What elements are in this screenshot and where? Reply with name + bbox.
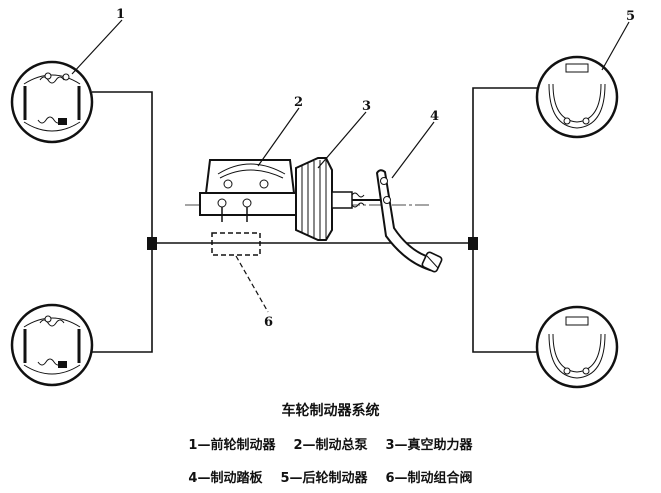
callout-6: 6	[264, 315, 273, 330]
vacuum-booster	[295, 157, 385, 241]
legend-item-2: 2—制动总泵	[293, 438, 368, 453]
callout-5: 5	[626, 9, 635, 24]
front-left-wheel-brake	[10, 60, 94, 144]
brake-lines	[92, 87, 540, 353]
callout-3: 3	[362, 99, 371, 114]
front-wheel-brake-lower	[10, 303, 94, 387]
rear-wheel-brake-lower	[535, 305, 619, 389]
legend-item-6: 6—制动组合阀	[385, 471, 473, 486]
brake-system-diagram: 1 2 3 4 5 6	[10, 7, 635, 389]
callout-2: 2	[294, 95, 303, 110]
legend-item-1: 1—前轮制动器	[188, 438, 276, 453]
master-cylinder	[199, 159, 297, 222]
combination-valve	[211, 232, 261, 256]
brake-pedal	[375, 169, 443, 273]
diagram-title: 车轮制动器系统	[281, 403, 380, 419]
legend-item-5: 5—后轮制动器	[280, 471, 368, 486]
legend-row-1: 1—前轮制动器 2—制动总泵 3—真空助力器	[0, 434, 661, 453]
legend-item-4: 4—制动踏板	[188, 471, 263, 486]
rear-wheel-brake-upper	[535, 55, 619, 139]
legend-row-2: 4—制动踏板 5—后轮制动器 6—制动组合阀	[0, 467, 661, 486]
callout-4: 4	[430, 109, 439, 124]
legend-item-3: 3—真空助力器	[385, 438, 473, 453]
callout-1: 1	[116, 7, 125, 22]
callout-leaders	[71, 19, 630, 313]
